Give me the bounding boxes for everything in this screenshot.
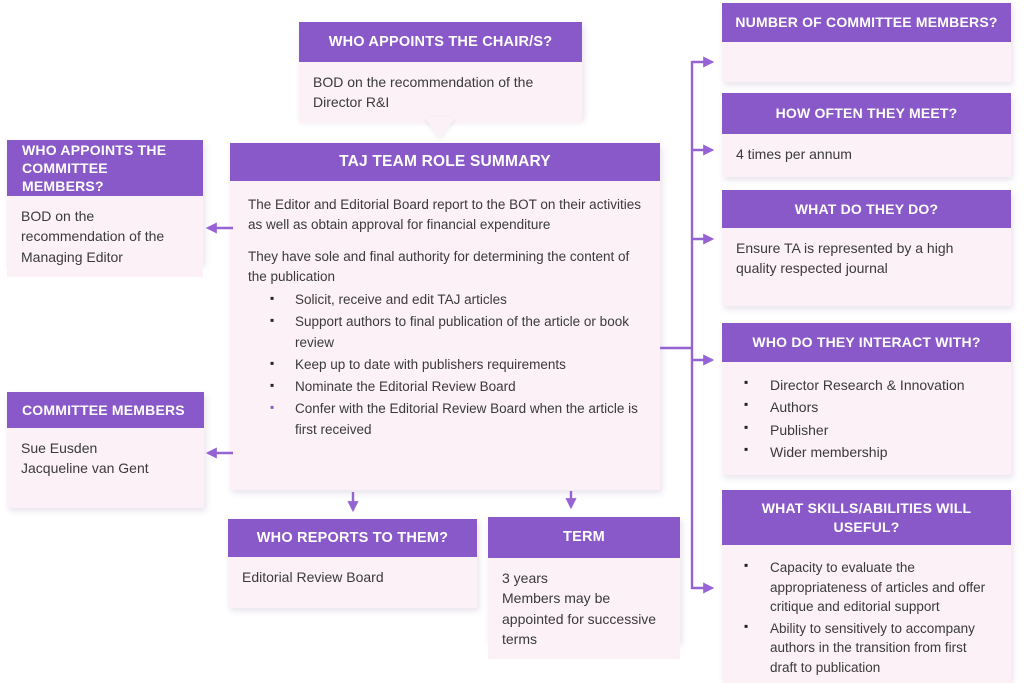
who-appoints-chair-title: WHO APPOINTS THE CHAIR/S? <box>299 22 582 62</box>
interact-body: Director Research & Innovation Authors P… <box>722 362 1011 475</box>
skills-title: WHAT SKILLS/ABILITIES WILL USEFUL? <box>722 490 1011 545</box>
skills-body: Capacity to evaluate the appropriateness… <box>722 545 1011 683</box>
box-term: TERM 3 years Members may be appointed fo… <box>488 517 680 660</box>
box-number-of-committee-members: NUMBER OF COMMITTEE MEMBERS? <box>722 3 1011 82</box>
taj-summary-title: TAJ TEAM ROLE SUMMARY <box>230 143 660 181</box>
who-reports-title: WHO REPORTS TO THEM? <box>228 519 477 557</box>
interact-bullet: Publisher <box>736 419 997 440</box>
summary-bullet: Nominate the Editorial Review Board <box>248 376 642 397</box>
interact-title: WHO DO THEY INTERACT WITH? <box>722 323 1011 362</box>
interact-bullet-list: Director Research & Innovation Authors P… <box>736 374 997 462</box>
who-reports-body: Editorial Review Board <box>228 557 477 608</box>
box-taj-team-role-summary: TAJ TEAM ROLE SUMMARY The Editor and Edi… <box>230 143 660 490</box>
term-line: Members may be appointed for successive … <box>502 590 657 647</box>
number-title: NUMBER OF COMMITTEE MEMBERS? <box>722 3 1011 42</box>
summary-paragraph-2: They have sole and final authority for d… <box>248 248 630 284</box>
who-appoints-members-body: BOD on the recommendation of the Managin… <box>7 196 203 277</box>
skills-bullet: Ability to sensitively to accompany auth… <box>736 618 997 678</box>
who-appoints-chair-body: BOD on the recommendation of the Directo… <box>299 62 582 123</box>
box-who-appoints-chair: WHO APPOINTS THE CHAIR/S? BOD on the rec… <box>299 22 582 123</box>
summary-bullet: Keep up to date with publishers requirem… <box>248 354 642 375</box>
summary-bullet-list: Solicit, receive and edit TAJ articles S… <box>248 289 642 440</box>
interact-bullet: Director Research & Innovation <box>736 374 997 395</box>
summary-paragraph-1: The Editor and Editorial Board report to… <box>248 197 641 233</box>
skills-bullet-list: Capacity to evaluate the appropriateness… <box>736 557 997 678</box>
meet-title: HOW OFTEN THEY MEET? <box>722 93 1011 134</box>
committee-member-name: Sue Eusden <box>21 440 98 456</box>
committee-member-name: Jacqueline van Gent <box>21 460 149 477</box>
summary-bullet: Confer with the Editorial Review Board w… <box>248 398 642 440</box>
box-what-skills-abilities: WHAT SKILLS/ABILITIES WILL USEFUL? Capac… <box>722 490 1011 683</box>
box-committee-members: COMMITTEE MEMBERS Sue Eusden Jacqueline … <box>7 392 204 508</box>
number-body <box>722 42 1011 82</box>
box-who-do-they-interact-with: WHO DO THEY INTERACT WITH? Director Rese… <box>722 323 1011 475</box>
committee-members-title: COMMITTEE MEMBERS <box>7 392 204 428</box>
box-how-often-they-meet: HOW OFTEN THEY MEET? 4 times per annum <box>722 93 1011 177</box>
meet-body: 4 times per annum <box>722 134 1011 177</box>
box-who-reports-to-them: WHO REPORTS TO THEM? Editorial Review Bo… <box>228 519 477 608</box>
term-title: TERM <box>488 517 680 558</box>
skills-bullet: Capacity to evaluate the appropriateness… <box>736 557 997 617</box>
interact-bullet: Authors <box>736 396 997 417</box>
interact-bullet: Wider membership <box>736 441 997 462</box>
what-do-title: WHAT DO THEY DO? <box>722 190 1011 228</box>
term-body: 3 years Members may be appointed for suc… <box>488 558 680 660</box>
summary-bullet: Solicit, receive and edit TAJ articles <box>248 289 642 310</box>
box-who-appoints-committee-members: WHO APPOINTS THE COMMITTEE MEMBERS? BOD … <box>7 140 203 277</box>
who-appoints-members-title: WHO APPOINTS THE COMMITTEE MEMBERS? <box>7 140 203 196</box>
callout-tail-triangle <box>424 117 456 138</box>
box-what-do-they-do: WHAT DO THEY DO? Ensure TA is represente… <box>722 190 1011 306</box>
term-line: 3 years <box>502 570 548 586</box>
committee-members-body: Sue Eusden Jacqueline van Gent <box>7 428 204 508</box>
taj-summary-body: The Editor and Editorial Board report to… <box>230 181 660 490</box>
summary-bullet: Support authors to final publication of … <box>248 311 642 353</box>
what-do-body: Ensure TA is represented by a high quali… <box>722 228 1011 306</box>
